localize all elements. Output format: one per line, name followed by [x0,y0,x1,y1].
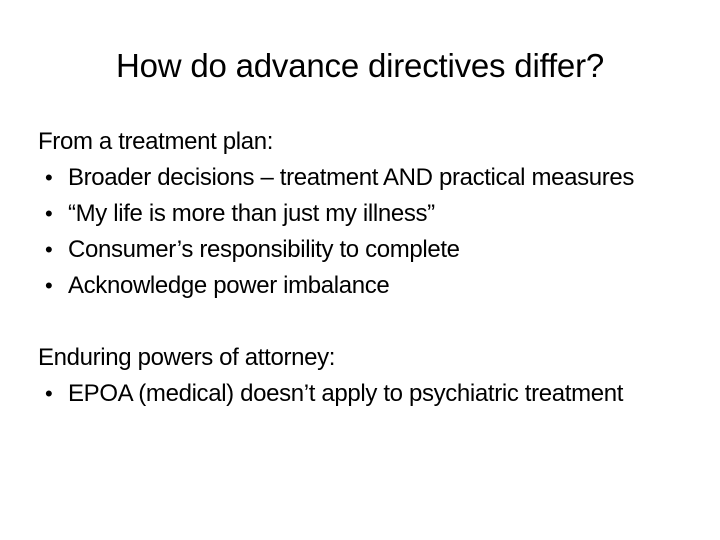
content-block-treatment-plan: From a treatment plan: • Broader decisio… [38,124,638,304]
bullet-icon: • [45,273,53,298]
content-block-enduring-powers: Enduring powers of attorney: • EPOA (med… [38,340,638,412]
list-item: • Broader decisions – treatment AND prac… [38,160,638,196]
list-item-label: Consumer’s responsibility to complete [68,236,460,263]
slide-body-content: From a treatment plan: • Broader decisio… [38,124,638,412]
bullet-list-treatment-plan: • Broader decisions – treatment AND prac… [38,160,638,304]
page-title: How do advance directives differ? [115,47,605,84]
bullet-list-enduring-powers: • EPOA (medical) doesn’t apply to psychi… [38,376,638,412]
bullet-icon: • [45,237,53,262]
list-item-label: Acknowledge power imbalance [68,272,390,299]
block-spacer [38,304,638,340]
list-item-label: EPOA (medical) doesn’t apply to psychiat… [68,380,624,407]
block-heading-treatment-plan: From a treatment plan: [38,128,274,155]
bullet-icon: • [45,381,53,406]
list-item-label: “My life is more than just my illness” [68,200,435,227]
block-heading-enduring-powers: Enduring powers of attorney: [38,344,336,371]
bullet-icon: • [45,165,53,190]
list-item-label: Broader decisions – treatment AND practi… [68,164,635,191]
list-item: • EPOA (medical) doesn’t apply to psychi… [38,376,638,412]
list-item: • Acknowledge power imbalance [38,268,638,304]
list-item: • Consumer’s responsibility to complete [38,232,638,268]
list-item: • “My life is more than just my illness” [38,196,638,232]
bullet-icon: • [45,201,53,226]
